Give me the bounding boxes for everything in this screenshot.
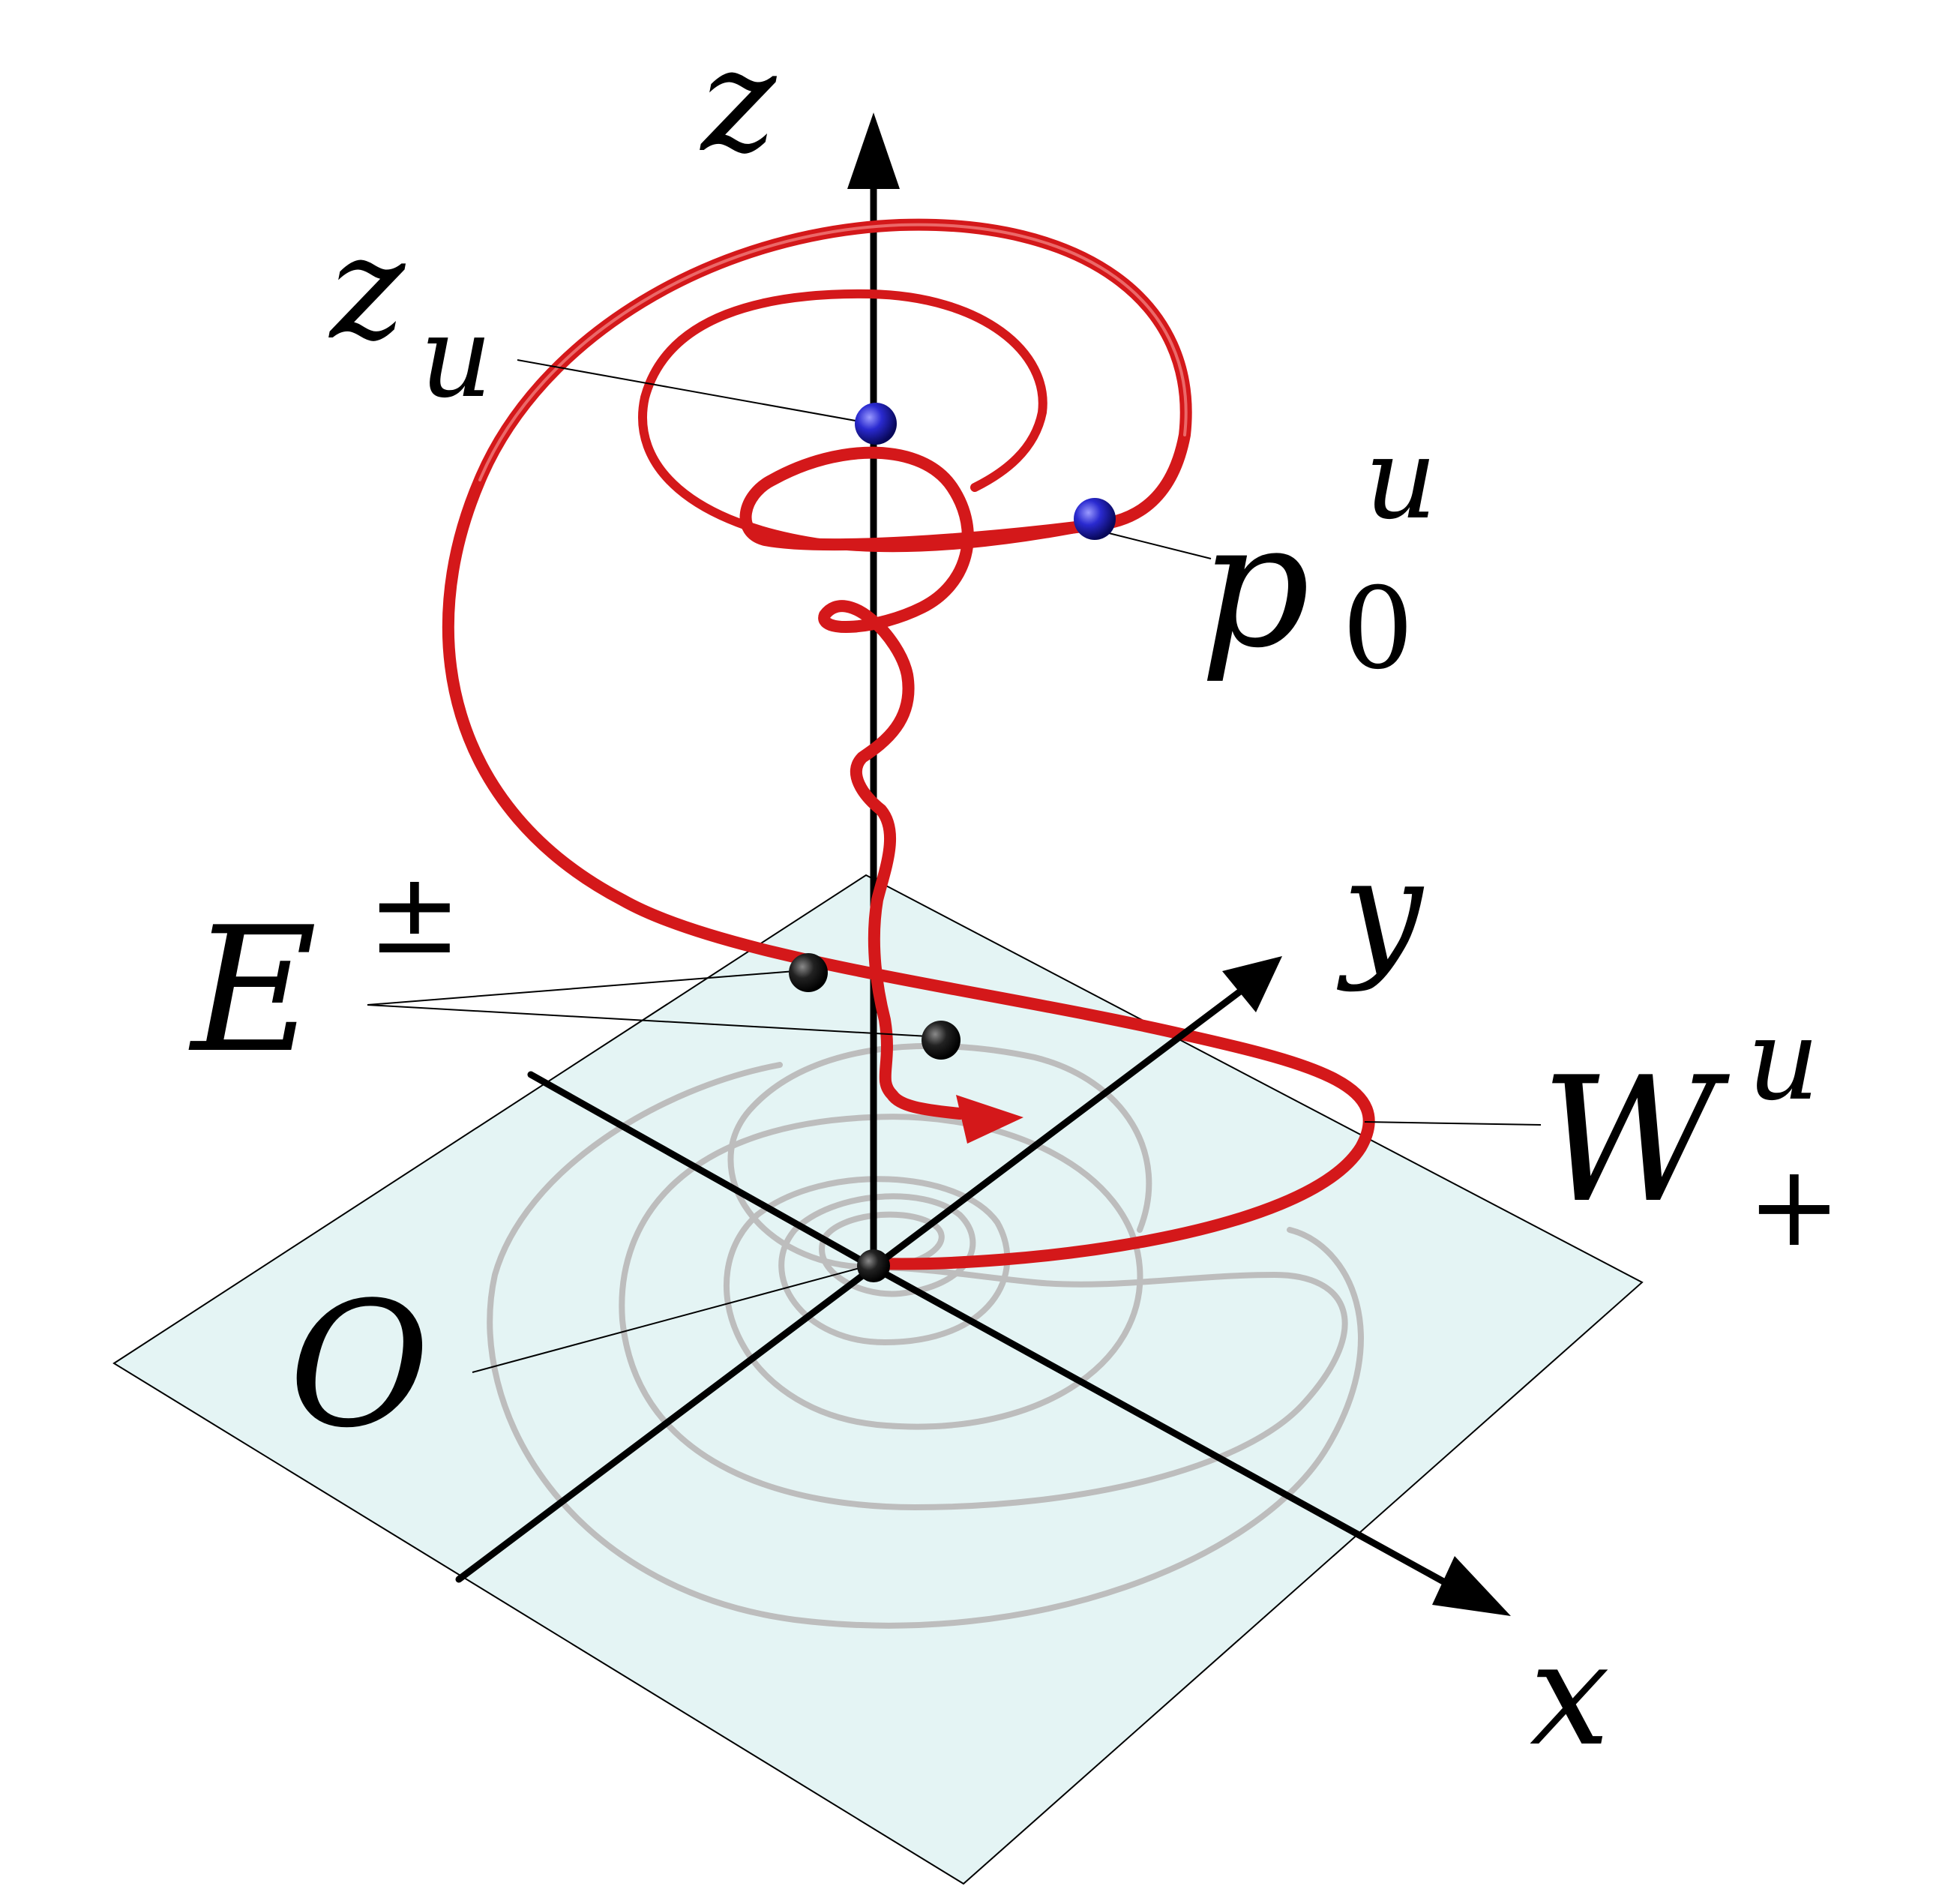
origin-point: [857, 1249, 890, 1282]
leader-E-upper: [367, 970, 796, 1006]
leader-O: [472, 1267, 863, 1373]
E-minus-point: [789, 953, 828, 992]
W-superscript: u: [1747, 995, 1820, 1126]
z-u-label: z: [328, 205, 406, 371]
projected-spiral-curve: [619, 1114, 1348, 1511]
W-label: W: [1541, 1041, 1731, 1241]
leader-z-u: [517, 359, 865, 423]
E-plus-point: [922, 1021, 961, 1060]
p0u-point: [1074, 498, 1116, 540]
p0u-label: p: [1200, 486, 1310, 686]
x-axis-negative: [527, 1071, 877, 1271]
x-axis-label: x: [1530, 1612, 1610, 1777]
xy-plane: [112, 874, 1644, 1885]
projected-spiral-outer: [727, 1042, 1152, 1270]
z-u-subscript: u: [420, 292, 493, 423]
E-superscript: ±: [367, 849, 462, 979]
y-axis-negative: [455, 1264, 877, 1583]
z-axis-arrowhead: [847, 112, 900, 189]
y-axis-positive: [870, 979, 1256, 1271]
x-axis-arrowhead: [1432, 1556, 1511, 1616]
y-axis-label: y: [1336, 828, 1425, 994]
projected-spiral: [487, 1042, 1364, 1629]
unstable-manifold-W-plus-u: [442, 218, 1375, 1270]
origin-label: O: [289, 1266, 430, 1466]
leader-p0u: [1105, 532, 1212, 559]
leader-lines: [367, 359, 1542, 1373]
z-axis-label: z: [700, 18, 778, 184]
orbit-highlight: [478, 223, 1188, 481]
p0u-subscript: 0: [1342, 564, 1413, 694]
orbit-inner-spiral: [638, 289, 1099, 553]
p0u-superscript: u: [1365, 414, 1437, 544]
orbit-direction-arrowhead: [956, 1095, 1023, 1144]
W-subscript: +: [1747, 1141, 1842, 1272]
z-u-point: [855, 403, 897, 445]
y-axis-arrowhead: [1222, 956, 1282, 1012]
x-axis-positive: [870, 1264, 1462, 1594]
E-label: E: [188, 891, 317, 1091]
leader-W: [1364, 1121, 1542, 1126]
leader-E-lower: [367, 1004, 929, 1037]
projected-spiral-big: [487, 1062, 1364, 1629]
